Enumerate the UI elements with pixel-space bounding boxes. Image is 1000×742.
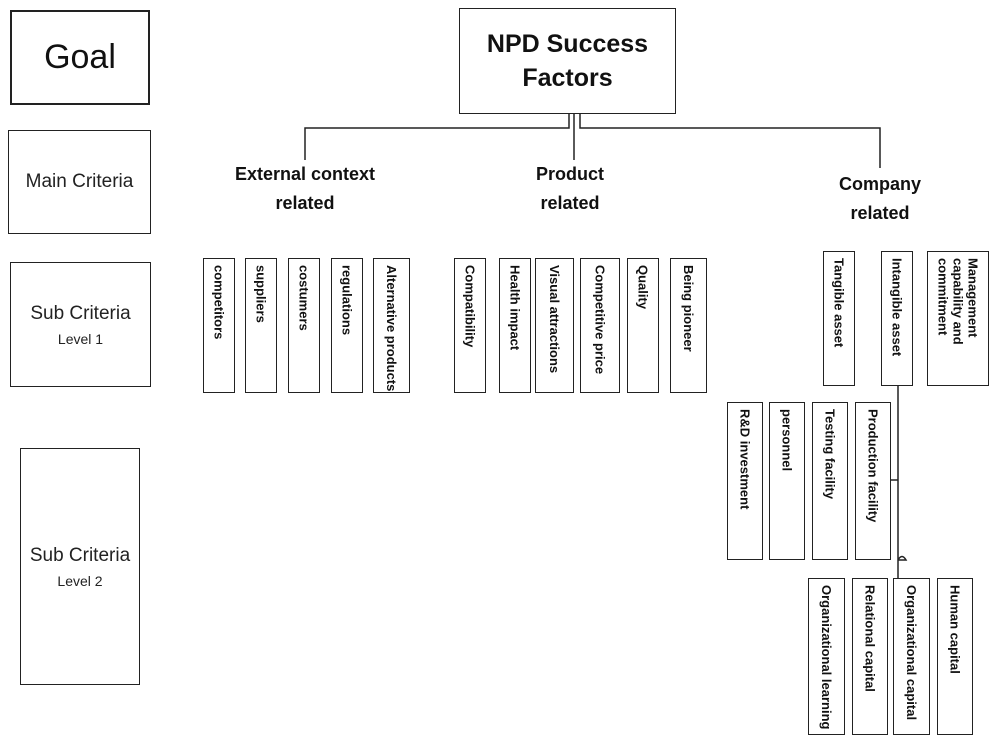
sub2-node-organizational-capital: Organizational capital: [893, 578, 930, 735]
connector-root-external: [304, 114, 570, 160]
sub-node-regulations: regulations: [331, 258, 363, 393]
sub-criteria-1-label: Sub Criteria: [30, 302, 131, 324]
criterion-company: Company related: [838, 174, 921, 223]
criterion-product: Product related: [535, 164, 604, 213]
sub-node-tangible-asset: Tangible asset: [823, 251, 855, 386]
sub-criteria-2-sublabel: Level 2: [57, 572, 103, 589]
sub-criteria-1-level-box: Sub Criteria Level 1: [10, 262, 151, 387]
root-node: NPD Success Factors: [459, 8, 676, 114]
sub2-node-testing-facility: Testing facility: [812, 402, 848, 560]
sub-criteria-2-label: Sub Criteria: [29, 544, 131, 566]
connector-root-company: [579, 114, 881, 168]
sub-criteria-2-level-box: Sub Criteria Level 2: [20, 448, 140, 685]
sub-node-management-capability: Management capability and commitment: [927, 251, 989, 386]
criterion-external: External context related: [234, 164, 376, 213]
sub-node-competitors: competitors: [203, 258, 235, 393]
root-label: NPD Success Factors: [486, 30, 649, 92]
connector-intangible-down: [897, 386, 908, 578]
sub-node-health-impact: Health impact: [499, 258, 531, 393]
sub-node-being-pioneer: Being pioneer: [670, 258, 707, 393]
sub-node-alternative-products: Alternative products: [373, 258, 410, 393]
sub2-node-production-facility: Production facility: [855, 402, 891, 560]
sub2-node-personnel: personnel: [769, 402, 805, 560]
main-criteria-label: Main Criteria: [25, 171, 134, 192]
sub-criteria-1-sublabel: Level 1: [57, 330, 104, 347]
sub2-node-rd-investment: R&D investment: [727, 402, 763, 560]
sub2-node-organizational-learning: Organizational learning: [808, 578, 845, 735]
sub-node-costumers: costumers: [288, 258, 320, 393]
sub-node-suppliers: suppliers: [245, 258, 277, 393]
sub2-node-relational-capital: Relational capital: [852, 578, 888, 735]
goal-level-box: Goal: [10, 10, 150, 105]
goal-label: Goal: [44, 38, 116, 76]
sub-node-compatibility: Compatibility: [454, 258, 486, 393]
sub-node-competitive-price: Competitive price: [580, 258, 620, 393]
sub2-node-human-capital: Human capital: [937, 578, 973, 735]
sub-node-intangible-asset: Intangible asset: [881, 251, 913, 386]
sub-node-quality: Quality: [627, 258, 659, 393]
main-criteria-level-box: Main Criteria: [8, 130, 151, 234]
sub-node-visual-attractions: Visual attractions: [535, 258, 574, 393]
